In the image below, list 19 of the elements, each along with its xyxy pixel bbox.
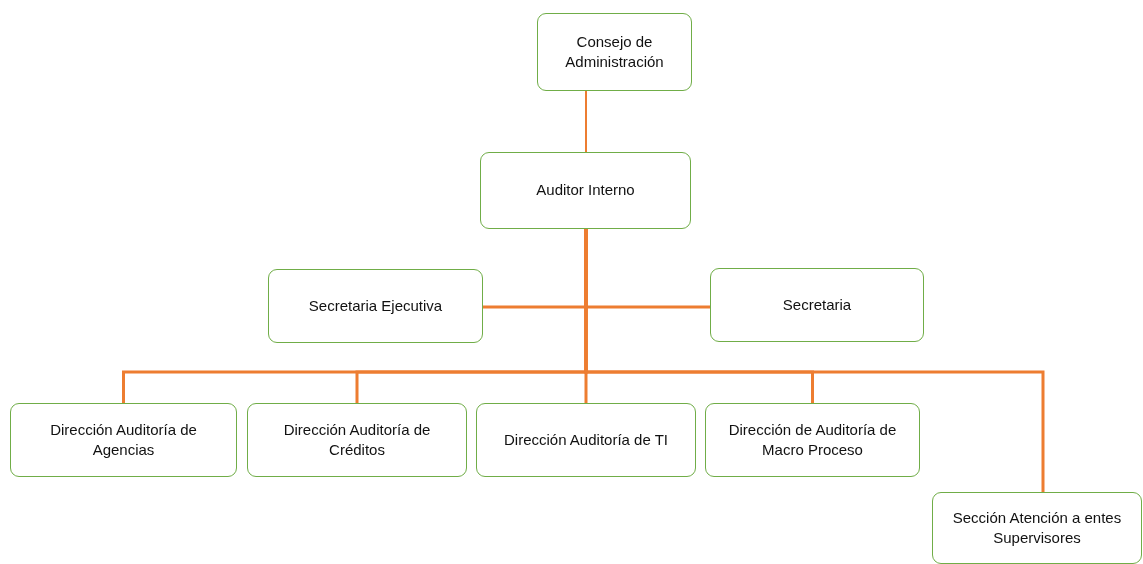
box-label: Secretaria	[782, 294, 852, 315]
box-label: Secretaria Ejecutiva	[308, 295, 443, 316]
box-label: Dirección Auditoría de Agencias	[49, 419, 198, 460]
box-label: Auditor Interno	[536, 180, 635, 201]
org-box	[705, 403, 920, 477]
org-box	[480, 152, 691, 229]
org-box	[476, 403, 696, 477]
org-box	[10, 403, 237, 477]
connector-line	[585, 90, 587, 153]
org-box	[268, 269, 483, 343]
org-box	[537, 13, 692, 91]
box-label: Dirección Auditoría de Créditos	[282, 419, 432, 460]
box-label: Dirección de Auditoría de Macro Proceso	[727, 419, 898, 460]
box-label: Consejo de Administración	[564, 31, 665, 72]
box-label: Sección Atención a entes Supervisores	[951, 507, 1123, 548]
box-label: Dirección Auditoría de TI	[504, 429, 668, 450]
org-box	[710, 268, 924, 342]
org-box	[247, 403, 467, 477]
org-box	[932, 492, 1142, 564]
